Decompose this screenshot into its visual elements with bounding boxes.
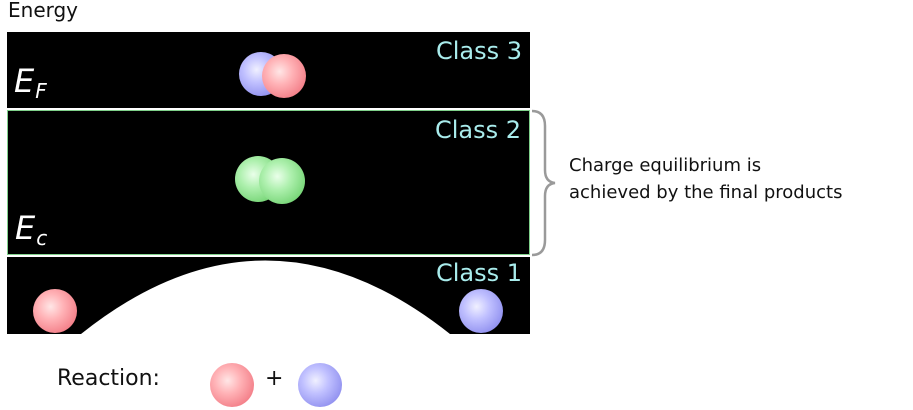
class-2-band: Class 2 Ec <box>7 110 530 255</box>
fermi-level-label: EF <box>14 62 47 103</box>
class-1-label: Class 1 <box>435 259 522 287</box>
class-3-label: Class 3 <box>435 37 522 65</box>
class-3-band: Class 3 EF <box>7 32 530 108</box>
level-symbol: E <box>14 62 35 100</box>
level-symbol: E <box>15 209 36 247</box>
class-1-band: Class 1 <box>7 257 530 334</box>
conduction-level-label: Ec <box>15 209 47 250</box>
red-particle-legend <box>210 363 254 407</box>
curly-brace-icon <box>531 109 556 257</box>
energy-axis-label: Energy <box>8 0 79 22</box>
level-subscript: F <box>35 79 47 103</box>
energy-barrier <box>81 260 450 334</box>
green-particle <box>259 158 305 204</box>
annotation-line-1: Charge equilibrium is <box>569 155 762 176</box>
blue-particle-legend <box>298 363 342 407</box>
annotation-line-2: achieved by the final products <box>569 182 843 203</box>
class-2-label: Class 2 <box>434 116 521 144</box>
red-particle <box>33 289 77 333</box>
red-particle <box>262 54 306 98</box>
level-subscript: c <box>36 226 48 250</box>
reaction-label: Reaction: <box>57 366 160 391</box>
plus-sign: + <box>265 366 284 391</box>
annotation-text: Charge equilibrium is achieved by the fi… <box>569 152 842 206</box>
barrier-hill <box>81 260 450 334</box>
blue-particle <box>459 289 503 333</box>
